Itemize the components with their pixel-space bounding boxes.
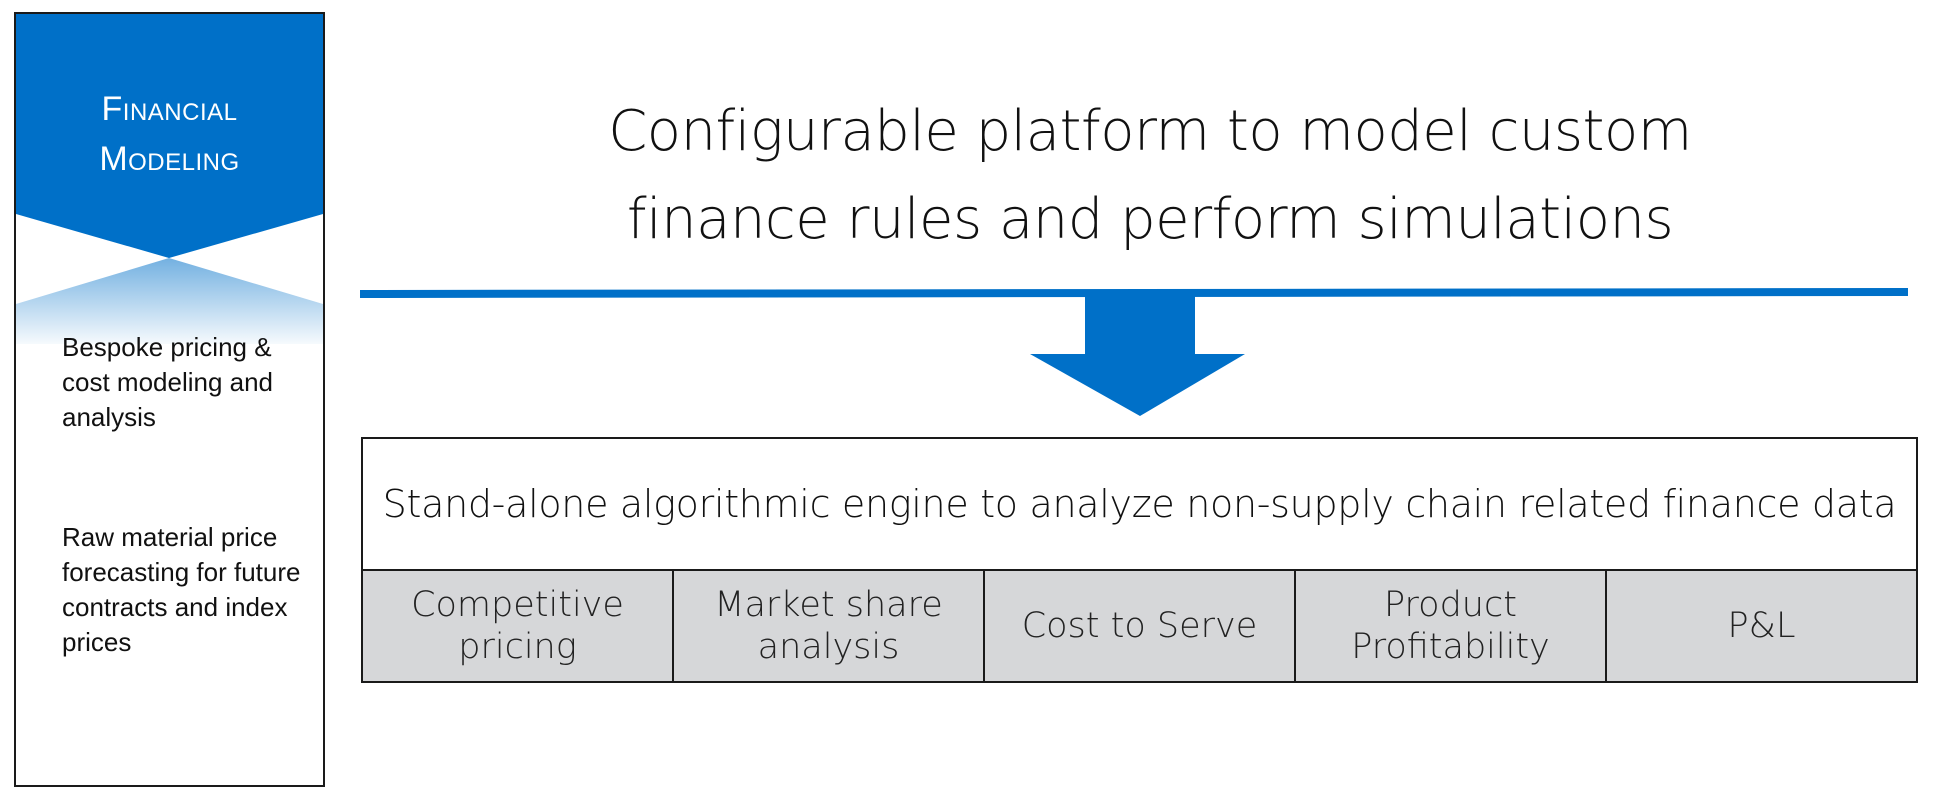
panel-title: Financial Modeling (16, 84, 323, 184)
module-pnl: P&L (1607, 571, 1916, 681)
module-competitive-pricing: Competitive pricing (363, 571, 674, 681)
panel-banner (16, 14, 323, 344)
divider-line (360, 288, 1908, 298)
headline-line2: finance rules and perform simulations (626, 187, 1674, 252)
divider-with-arrow (360, 288, 1908, 416)
panel-item-forecasting: Raw material price forecasting for futur… (62, 522, 301, 657)
headline-line1: Configurable platform to model custom (608, 99, 1692, 164)
down-arrow-icon (1030, 294, 1245, 416)
panel-title-line1: Financial (101, 90, 238, 128)
panel-title-line2: Modeling (99, 140, 240, 178)
headline: Configurable platform to model custom fi… (560, 88, 1740, 264)
panel-item-pricing: Bespoke pricing & cost modeling and anal… (62, 332, 274, 432)
engine-box: Stand-alone algorithmic engine to analyz… (361, 437, 1918, 683)
financial-modeling-panel: Financial Modeling Bespoke pricing & cos… (14, 12, 325, 787)
module-product-profitability: Product Profitability (1296, 571, 1607, 681)
module-market-share-analysis: Market share analysis (674, 571, 985, 681)
module-cost-to-serve: Cost to Serve (985, 571, 1296, 681)
engine-title: Stand-alone algorithmic engine to analyz… (382, 482, 1897, 526)
module-row: Competitive pricing Market share analysi… (363, 569, 1916, 681)
